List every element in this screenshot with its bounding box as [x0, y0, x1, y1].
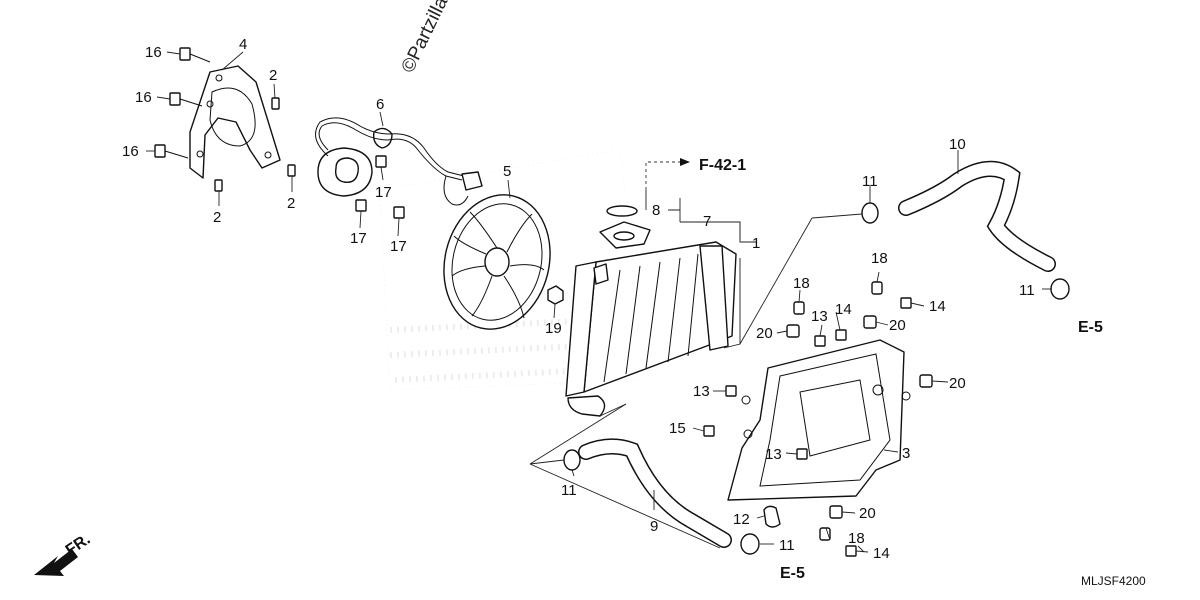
callout-11-upper-right: 11	[1019, 282, 1035, 299]
fan-nut-19[interactable]	[547, 285, 564, 305]
callout-numbers: 1 2 2 2 3 4 5 6 7 8 9 10 11 11 11 11 12 …	[122, 36, 1035, 562]
bolt-16-middle[interactable]	[169, 92, 203, 107]
callout-3: 3	[902, 445, 910, 462]
callout-2-lower-left: 2	[213, 209, 221, 226]
callout-18-left: 18	[793, 275, 810, 292]
lower-radiator-hose[interactable]	[578, 438, 732, 548]
callout-10: 10	[949, 136, 966, 153]
diagram-code: MLJSF4200	[1081, 574, 1146, 588]
hose-clamp-11-lower-right[interactable]	[740, 533, 760, 555]
callout-8: 8	[652, 202, 660, 219]
callout-12: 12	[733, 511, 750, 528]
callout-20-left: 20	[756, 325, 773, 342]
callout-13-left: 13	[693, 383, 710, 400]
grommet-18-bottom[interactable]	[819, 527, 831, 541]
radiator-cap-seal[interactable]	[606, 205, 638, 217]
hose-clamp-11-lower-left[interactable]	[563, 449, 581, 471]
clip-2-lower-right[interactable]	[287, 164, 296, 177]
bolt-17-right[interactable]	[393, 206, 405, 219]
bolt-17-left[interactable]	[355, 199, 367, 212]
cooling-fan[interactable]	[430, 183, 564, 340]
callout-18-right: 18	[871, 250, 888, 267]
callout-2-lower-right: 2	[287, 195, 295, 212]
callout-16-bottom: 16	[122, 143, 139, 160]
bolt-13-lower[interactable]	[796, 448, 808, 460]
screw-14-upper-center[interactable]	[835, 329, 847, 341]
callout-13-lower: 13	[765, 446, 782, 463]
callout-14-upper-center: 14	[835, 301, 852, 318]
callout-17-right: 17	[390, 238, 407, 255]
reference-e-5-bottom[interactable]: E-5	[780, 565, 805, 582]
callout-20-right: 20	[949, 375, 966, 392]
callout-14-bottom: 14	[873, 545, 890, 562]
callout-19: 19	[545, 320, 562, 337]
callout-17-center: 17	[375, 184, 392, 201]
callout-11-lower-right: 11	[779, 537, 795, 554]
callout-6: 6	[376, 96, 384, 113]
reference-f-42-1[interactable]: F-42-1	[699, 157, 746, 174]
hose-clamp-11-upper-right[interactable]	[1050, 278, 1070, 300]
screw-14-upper-right[interactable]	[900, 297, 912, 309]
front-arrow-icon	[34, 549, 78, 576]
clip-20-upper-right[interactable]	[863, 315, 877, 329]
bolt-13-left[interactable]	[725, 385, 737, 397]
clip-2-lower-left[interactable]	[214, 179, 223, 192]
callout-20-bottom: 20	[859, 505, 876, 522]
callout-1: 1	[752, 235, 760, 252]
callout-7: 7	[703, 213, 711, 230]
callout-17-left: 17	[350, 230, 367, 247]
bolt-17-center[interactable]	[375, 155, 387, 168]
radiator-shroud[interactable]	[727, 339, 911, 501]
callout-4: 4	[239, 36, 247, 53]
radiator-cap[interactable]	[599, 221, 651, 249]
callout-16-middle: 16	[135, 89, 152, 106]
callout-15: 15	[669, 420, 686, 437]
callout-2-upper: 2	[269, 67, 277, 84]
front-direction-marker: FR.	[34, 531, 94, 576]
clip-2-upper[interactable]	[271, 97, 280, 110]
cushion-12[interactable]	[763, 505, 781, 528]
clip-20-left[interactable]	[786, 324, 800, 338]
callout-16-top: 16	[145, 44, 162, 61]
bolt-15[interactable]	[703, 425, 715, 437]
fan-motor-wire-harness[interactable]	[315, 117, 483, 206]
callout-11-lower-left: 11	[561, 482, 577, 499]
fan-motor-bracket[interactable]	[189, 65, 281, 179]
reference-e-5-right[interactable]: E-5	[1078, 319, 1103, 336]
leader-lines	[146, 51, 1052, 553]
callout-18-bottom: 18	[848, 530, 865, 547]
radiator[interactable]	[565, 241, 737, 417]
grommet-18-left[interactable]	[793, 301, 805, 315]
callout-11-upper-left: 11	[862, 173, 878, 190]
clip-20-right[interactable]	[919, 374, 933, 388]
clip-20-bottom[interactable]	[829, 505, 843, 519]
hose-clamp-11-upper-left[interactable]	[861, 202, 879, 224]
bolt-13-upper[interactable]	[814, 335, 826, 347]
bolt-16-top[interactable]	[179, 47, 211, 63]
bolt-16-bottom[interactable]	[154, 144, 189, 159]
screw-14-bottom[interactable]	[845, 545, 857, 557]
callout-13-upper: 13	[811, 308, 828, 325]
callout-9: 9	[650, 518, 658, 535]
callout-20-upper-right: 20	[889, 317, 906, 334]
grommet-18-right[interactable]	[871, 281, 883, 295]
watermark-text: ©Partzilla.com	[398, 0, 471, 76]
upper-radiator-hose[interactable]	[898, 161, 1056, 272]
callout-5: 5	[503, 163, 511, 180]
callout-14-upper-right: 14	[929, 298, 946, 315]
